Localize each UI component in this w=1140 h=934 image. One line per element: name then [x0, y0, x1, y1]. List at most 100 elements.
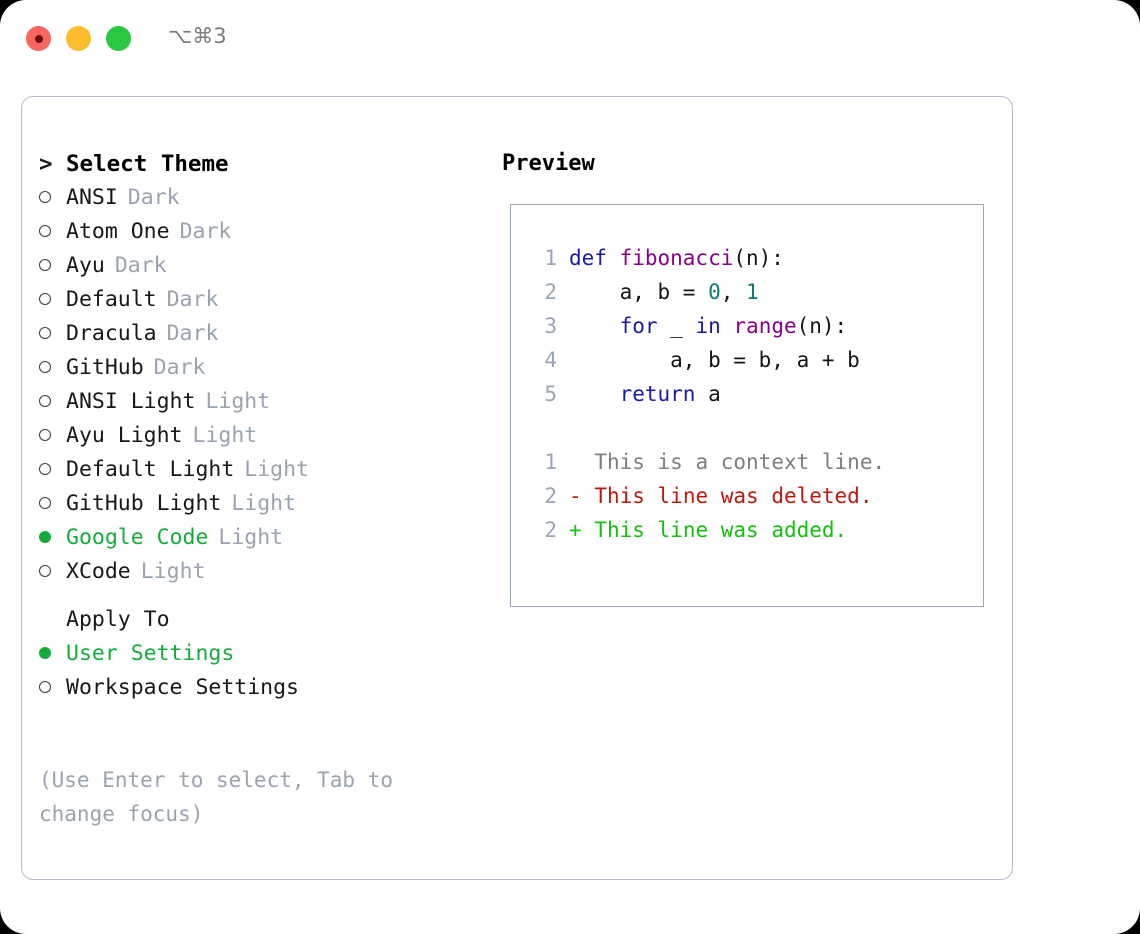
theme-item-dracula-dark[interactable]: Dracula Dark — [39, 317, 494, 351]
theme-item-variant: Light — [218, 525, 284, 550]
code-token — [569, 314, 620, 338]
theme-item-label: ANSI — [66, 185, 118, 210]
theme-item-atom-one-dark[interactable]: Atom One Dark — [39, 215, 494, 249]
code-token: _ — [657, 314, 696, 338]
apply-to-item-user-settings[interactable]: User Settings — [39, 637, 494, 671]
selection-caret-icon: > — [39, 151, 53, 177]
radio-unselected-icon — [39, 453, 66, 487]
code-token: (n): — [796, 314, 848, 338]
code-token — [569, 382, 620, 406]
code-token: a, b = b, a + b — [569, 348, 860, 372]
theme-item-label: Atom One — [66, 219, 170, 244]
code-line: 3 for _ in range(n): — [533, 309, 975, 343]
diff-line-context: 1 This is a context line. — [533, 445, 975, 479]
radio-unselected-icon — [39, 317, 66, 351]
close-icon — [34, 34, 43, 43]
radio-unselected-icon — [39, 215, 66, 249]
theme-item-google-code[interactable]: Google Code Light — [39, 521, 494, 555]
minimize-button[interactable] — [66, 26, 91, 51]
line-number: 1 — [544, 450, 557, 474]
diff-sign: + — [569, 518, 582, 542]
keyboard-hint-text: (Use Enter to select, Tab to change focu… — [39, 768, 394, 826]
code-token: def — [569, 246, 620, 270]
code-token — [721, 314, 734, 338]
theme-item-variant: Light — [244, 457, 310, 482]
preview-column: Preview — [502, 147, 992, 181]
radio-unselected-icon — [39, 181, 66, 215]
radio-selected-icon — [39, 521, 66, 555]
theme-list-header: > Select Theme — [39, 147, 494, 181]
diff-sign — [569, 450, 582, 474]
code-line: 4 a, b = b, a + b — [533, 343, 975, 377]
line-number: 1 — [544, 246, 557, 270]
theme-item-variant: Dark — [179, 219, 232, 244]
diff-text: This line was deleted. — [594, 484, 873, 508]
radio-unselected-icon — [39, 555, 66, 589]
theme-item-variant: Dark — [114, 253, 167, 278]
code-diff-separator — [533, 411, 975, 445]
line-number: 2 — [544, 280, 557, 304]
theme-list-title: Select Theme — [66, 151, 229, 177]
code-token: 0 — [708, 280, 721, 304]
line-number: 2 — [544, 484, 557, 508]
apply-to-header: Apply To — [39, 603, 494, 637]
radio-unselected-icon — [39, 351, 66, 385]
theme-item-label: GitHub Light — [66, 491, 222, 516]
code-line: 5 return a — [533, 377, 975, 411]
code-token: in — [695, 314, 721, 338]
theme-item-ayu-light[interactable]: Ayu Light Light — [39, 419, 494, 453]
title-bar: ⌥⌘3 — [0, 0, 1140, 78]
code-token: return — [619, 382, 696, 406]
diff-text: This line was added. — [594, 518, 848, 542]
keyboard-shortcut-label: ⌥⌘3 — [168, 24, 227, 48]
line-number: 2 — [544, 518, 557, 542]
radio-unselected-icon — [39, 487, 66, 521]
apply-to-item-workspace-settings[interactable]: Workspace Settings — [39, 671, 494, 705]
theme-item-default-light[interactable]: Default Light Light — [39, 453, 494, 487]
diff-sign: - — [569, 484, 582, 508]
code-token: range — [733, 314, 797, 338]
diff-text — [582, 450, 595, 474]
theme-item-ansi-dark[interactable]: ANSI Dark — [39, 181, 494, 215]
theme-item-label: Ayu Light — [66, 423, 183, 448]
theme-item-variant: Dark — [166, 321, 219, 346]
diff-text — [582, 518, 595, 542]
apply-to-title: Apply To — [66, 607, 170, 632]
apply-to-item-label: Workspace Settings — [66, 675, 299, 700]
code-token: , — [720, 280, 747, 304]
code-token: a — [695, 382, 721, 406]
radio-unselected-icon — [39, 385, 66, 419]
code-line: 2 a, b = 0, 1 — [533, 275, 975, 309]
theme-item-label: XCode — [66, 559, 131, 584]
theme-item-label: ANSI Light — [66, 389, 196, 414]
diff-text — [582, 484, 595, 508]
theme-item-xcode-light[interactable]: XCode Light — [39, 555, 494, 589]
diff-line-deleted: 2- This line was deleted. — [533, 479, 975, 513]
radio-unselected-icon — [39, 671, 66, 705]
theme-item-variant: Light — [140, 559, 206, 584]
zoom-button[interactable] — [106, 26, 131, 51]
code-token: for — [619, 314, 658, 338]
theme-item-variant: Dark — [127, 185, 180, 210]
diff-text: This is a context line. — [594, 450, 886, 474]
close-button[interactable] — [26, 26, 51, 51]
theme-item-variant: Light — [231, 491, 297, 516]
theme-item-variant: Light — [192, 423, 258, 448]
theme-item-label: Dracula — [66, 321, 157, 346]
theme-item-label: Default Light — [66, 457, 235, 482]
code-token: (n): — [733, 246, 784, 270]
theme-item-label: Default — [66, 287, 157, 312]
theme-item-label: Google Code — [66, 525, 209, 550]
theme-item-github-light[interactable]: GitHub Light Light — [39, 487, 494, 521]
preview-title: Preview — [502, 151, 595, 176]
radio-unselected-icon — [39, 419, 66, 453]
